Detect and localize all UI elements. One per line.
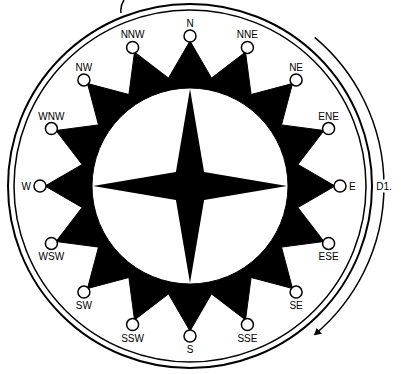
point-circle (78, 74, 90, 86)
direction-label: E (349, 181, 356, 192)
point-circle (127, 319, 139, 331)
point-circle (323, 237, 335, 249)
direction-label: SSE (237, 332, 257, 343)
point-circle (323, 123, 335, 135)
direction-label: SSW (121, 332, 144, 343)
point-circle (290, 74, 302, 86)
point-circle (78, 286, 90, 298)
center-disk (92, 88, 288, 284)
point-circle (184, 330, 196, 342)
direction-label: S (187, 344, 194, 355)
point-circle (241, 41, 253, 53)
point-circle (241, 319, 253, 331)
point-circle (45, 123, 57, 135)
point-circle (290, 286, 302, 298)
direction-label: ESE (319, 251, 339, 262)
point-circle (127, 41, 139, 53)
callout-label: D1. (375, 180, 393, 193)
direction-arc (315, 37, 384, 334)
point-circle (184, 30, 196, 42)
point-circle (334, 180, 346, 192)
inner-ring (14, 10, 366, 362)
direction-label: SE (289, 300, 302, 311)
direction-label: N (186, 18, 193, 29)
point-circle (45, 237, 57, 249)
direction-label: NE (289, 61, 303, 72)
sixteen-point-star (45, 41, 335, 331)
direction-label: NNW (121, 29, 145, 40)
four-point-star (93, 89, 287, 283)
edge-mark (121, 0, 124, 13)
direction-label: SW (76, 300, 92, 311)
direction-label: WSW (39, 251, 65, 262)
direction-label: W (22, 181, 31, 192)
direction-label: ENE (318, 110, 339, 121)
direction-label: WNW (38, 110, 64, 121)
direction-label: NNE (237, 29, 258, 40)
direction-label: NW (76, 61, 93, 72)
outer-ring (8, 4, 372, 368)
point-circle (34, 180, 46, 192)
